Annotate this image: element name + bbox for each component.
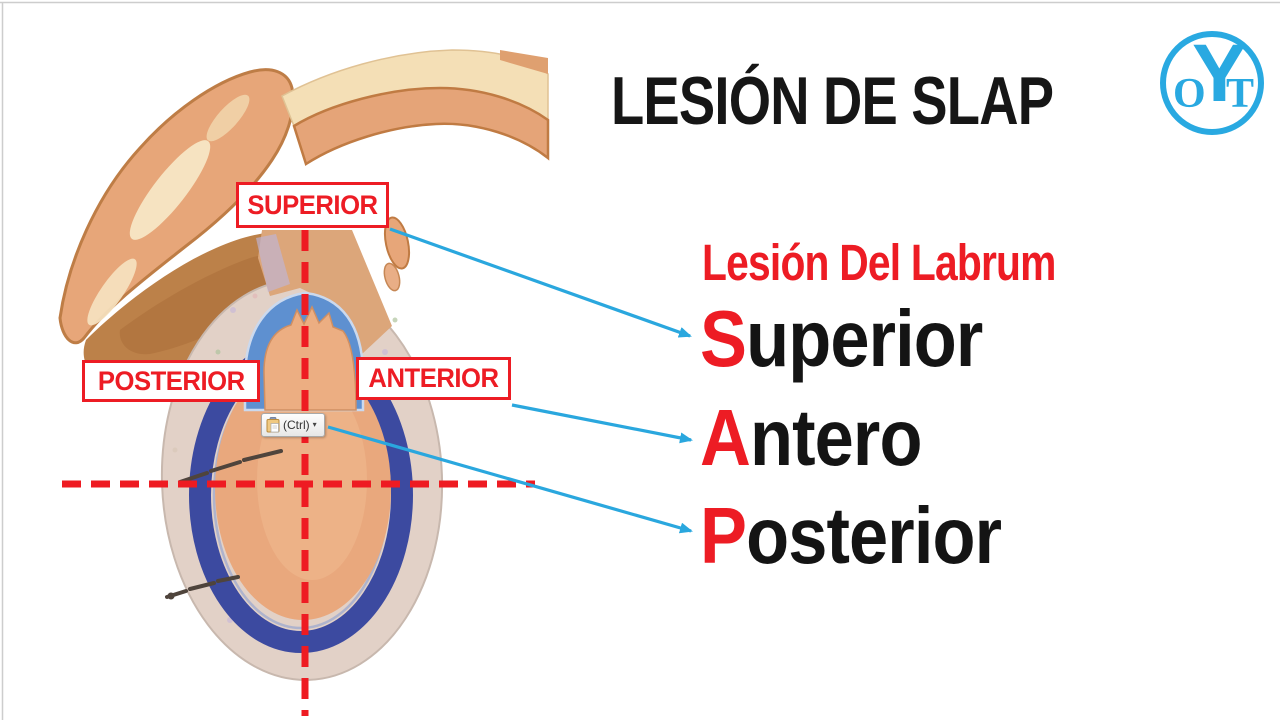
term-antero-initial: A xyxy=(700,393,751,482)
crosshair-lines xyxy=(62,230,535,716)
cartilage-speckles xyxy=(172,293,398,623)
labrum-subtitle: Lesión Del Labrum xyxy=(702,234,1056,291)
suture-lines xyxy=(165,449,283,600)
acromion-bone xyxy=(58,68,295,345)
paste-options-button[interactable]: (Ctrl) ▾ xyxy=(261,413,325,437)
callout-arrows xyxy=(327,227,693,534)
diagram-label-anterior: ANTERIOR xyxy=(356,357,511,400)
logo-letter-t: T xyxy=(1226,71,1255,117)
arrow-to-antero xyxy=(511,403,693,444)
slap-tear-cap xyxy=(243,291,365,412)
torn-labrum-edge xyxy=(263,305,357,411)
diagram-label-superior-text: SUPERIOR xyxy=(247,189,378,220)
arrow-to-posterior xyxy=(327,425,693,534)
term-antero-rest: ntero xyxy=(749,393,922,482)
logo-letter-o: O xyxy=(1173,71,1206,117)
term-posterior-rest: osterior xyxy=(746,491,1002,580)
diagram-label-posterior-text: POSTERIOR xyxy=(97,365,245,396)
arrow-to-superior xyxy=(389,227,692,338)
slide-title: LESIÓN DE SLAP xyxy=(611,63,1054,139)
oyt-logo: O Y T xyxy=(1160,31,1264,135)
diagram-label-posterior: POSTERIOR xyxy=(82,360,260,402)
term-superior-initial: S xyxy=(700,294,747,383)
glenoid-neck xyxy=(256,230,392,354)
term-superior-rest: uperior xyxy=(746,294,983,383)
term-antero: Antero xyxy=(700,396,922,480)
diagram-label-superior: SUPERIOR xyxy=(236,182,389,228)
logo-letter-y: Y xyxy=(1192,28,1247,119)
term-superior: Superior xyxy=(700,294,983,383)
term-posterior-initial: P xyxy=(700,491,747,580)
paste-options-caret[interactable]: ▾ xyxy=(312,420,317,429)
paste-options-label: (Ctrl) xyxy=(283,418,310,432)
diagram-label-anterior-text: ANTERIOR xyxy=(368,363,499,393)
term-posterior: Posterior xyxy=(700,491,1002,580)
clipboard-icon xyxy=(266,417,280,433)
clavicle-bone xyxy=(281,49,550,166)
